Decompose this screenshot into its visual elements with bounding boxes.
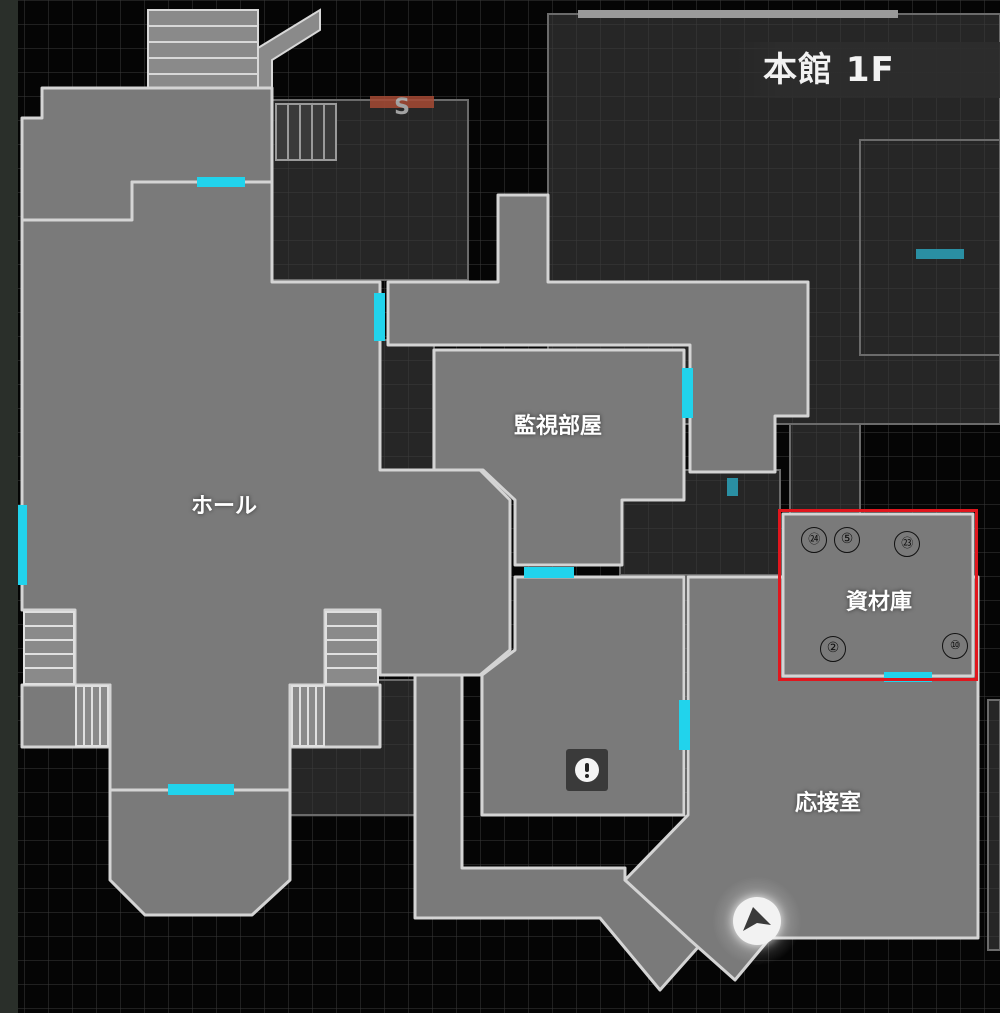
door-unexplored-east: [916, 249, 964, 259]
floor-label: 本館 1F: [735, 42, 1000, 98]
stairs-top-left: [147, 9, 259, 89]
door-storage-south: [884, 672, 932, 682]
item-number-10[interactable]: ⑩: [942, 633, 968, 659]
room-label-storage-room: 資材庫: [845, 590, 913, 615]
door-hall-west: [18, 505, 27, 585]
monitor-room: [432, 348, 686, 567]
room-label-monitor-room: 監視部屋: [513, 414, 603, 439]
unexplored-far-right: [987, 699, 1000, 951]
door-hall-north: [374, 293, 385, 341]
room-label-reception-room: 応接室: [794, 791, 862, 816]
unexplored-right-mid: [789, 423, 861, 515]
doors: [18, 177, 964, 795]
item-number-24[interactable]: ㉔: [801, 527, 827, 553]
unexplored-corridor-left: [377, 339, 435, 471]
left-border-strip: [0, 0, 18, 1013]
lower-center-room: [480, 575, 686, 817]
room-label-hall: ホール: [190, 494, 258, 519]
keyhole-disc: [575, 758, 599, 782]
door-top-corridor: [197, 177, 245, 187]
stairs-top-center: [275, 103, 337, 161]
north-corridor: [386, 193, 810, 474]
door-lower-center-east: [679, 700, 690, 750]
item-number-23[interactable]: ㉓: [894, 531, 920, 557]
door-monitor-east: [682, 368, 693, 418]
stairs-hall-right: [291, 611, 379, 747]
keyhole-info-icon[interactable]: [566, 749, 608, 791]
item-number-2[interactable]: ②: [820, 636, 846, 662]
unexplored-right-edge: [859, 139, 1000, 356]
door-unexplored-small: [727, 478, 738, 496]
door-bay-window: [168, 784, 234, 795]
player-arrow-shape: [743, 907, 771, 931]
save-room-s-icon: S: [370, 95, 434, 120]
player-arrow-icon: [733, 897, 781, 945]
svg-text:S: S: [394, 95, 410, 120]
bay-window-room: [108, 788, 292, 917]
door-monitor-south: [524, 567, 574, 578]
item-number-5[interactable]: ⑤: [834, 527, 860, 553]
top-rail: [578, 10, 898, 18]
stairs-hall-left: [23, 611, 109, 747]
explored-rooms: [20, 86, 980, 992]
